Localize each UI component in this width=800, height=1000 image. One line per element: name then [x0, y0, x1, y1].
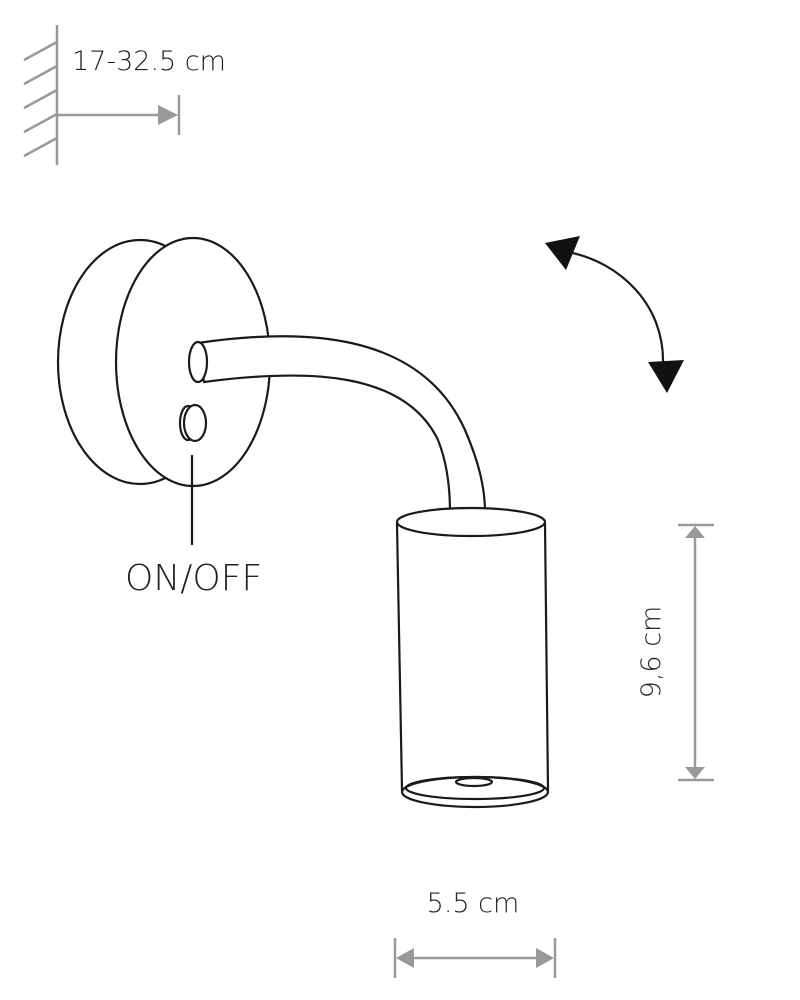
- projection-label: 17-32.5 cm: [72, 46, 226, 77]
- switch-label: ON/OFF: [125, 558, 262, 599]
- wall-symbol: [23, 25, 59, 165]
- lamp-head-cylinder: [395, 506, 550, 809]
- diameter-dimension: [393, 938, 557, 978]
- projection-dimension-arrow: [57, 95, 181, 135]
- height-dimension: [678, 523, 714, 782]
- rotation-arrow-icon: [545, 236, 684, 393]
- on-off-switch: [178, 403, 208, 545]
- diameter-label: 5.5 cm: [427, 888, 520, 919]
- height-label: 9,6 cm: [636, 606, 667, 699]
